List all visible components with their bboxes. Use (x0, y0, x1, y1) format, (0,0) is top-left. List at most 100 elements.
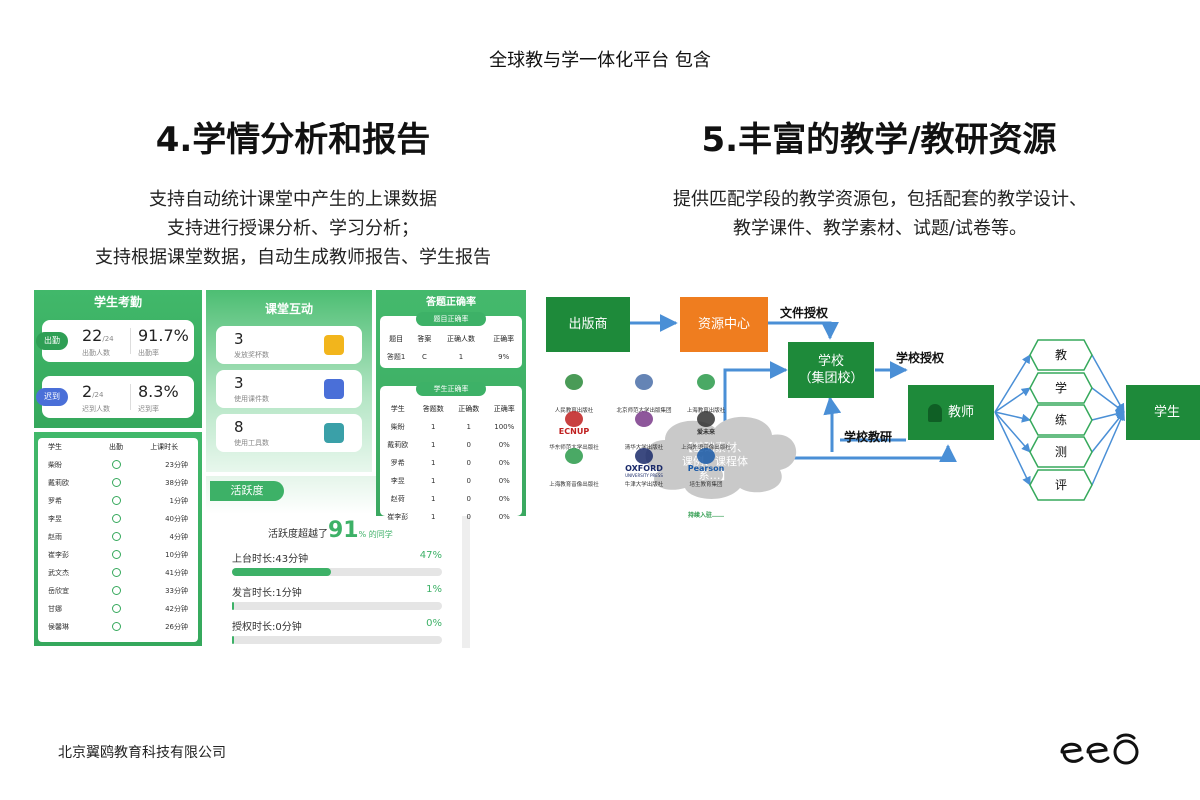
smile-icon (111, 477, 121, 487)
interaction-value: 3 (234, 330, 244, 348)
attendance-status (102, 564, 131, 582)
activity-suffix: % 的同学 (358, 530, 393, 539)
activity-tab[interactable]: 活跃度 (210, 481, 284, 501)
attendance-status (102, 582, 131, 600)
activity-bar-label: 上台时长:43分钟 (232, 554, 309, 565)
school-research-label: 学校教研 (844, 430, 893, 444)
publisher-name: 培生教育集团 (689, 482, 723, 488)
question-tab[interactable]: 题目正确率 (416, 312, 486, 326)
school-auth-label: 学校授权 (896, 351, 945, 365)
interaction-label: 使用课件数 (234, 395, 269, 403)
publisher-logo-icon (565, 411, 583, 427)
late-total: /24 (92, 391, 104, 399)
class-duration: 1分钟 (169, 497, 188, 505)
class-duration: 33分钟 (165, 587, 188, 595)
activity-prefix: 活跃度超越了 (268, 529, 328, 540)
publisher-name: 牛津大学出版社 (624, 482, 664, 488)
publisher-logo-mark: Pearson (687, 464, 725, 473)
table-cell: 1 (431, 477, 436, 485)
attendance-status (102, 456, 131, 474)
activity-bar-percent: 1% (426, 584, 442, 595)
student-name: 戴莉欧 (48, 479, 69, 487)
class-duration: 10分钟 (165, 551, 188, 559)
publisher-logo-mark: 爱未来 (696, 429, 715, 436)
activity-bar-fill (232, 568, 331, 576)
student-tab[interactable]: 学生正确率 (416, 382, 486, 396)
more-publishers: 持续入驻…… (688, 512, 725, 519)
class-duration: 23分钟 (165, 461, 188, 469)
table-cell: 9% (498, 353, 510, 361)
stage-hexagon: 学 (1054, 381, 1067, 395)
present-rate: 91.7% (138, 326, 189, 345)
table-row: 岳欣宜 33分钟 (38, 582, 198, 600)
smile-icon (111, 621, 121, 631)
table-cell: 答题1 (386, 353, 406, 361)
divider (130, 384, 131, 410)
table-cell: C (421, 353, 427, 361)
section5-desc-line: 提供匹配学段的教学资源包，包括配套的教学设计、 (673, 189, 1087, 210)
late-rate-label: 迟到率 (138, 405, 159, 413)
toolbox-icon (324, 423, 344, 443)
student-name: 罗希 (48, 497, 62, 505)
publisher-logo-icon (565, 374, 583, 390)
student-name: 岳欣宜 (48, 587, 69, 595)
class-duration: 38分钟 (165, 479, 188, 487)
column-header: 答题数 (422, 405, 444, 413)
interaction-card: 8 使用工具数 (216, 414, 362, 452)
stage-hexagon: 评 (1054, 478, 1067, 492)
column-header: 学生 (48, 443, 62, 451)
eeo-logo (1060, 733, 1139, 765)
table-cell: 0% (498, 441, 510, 449)
late-pill: 迟到 (36, 388, 68, 406)
column-header: 正确率 (493, 335, 515, 343)
table-cell: 戴莉欧 (387, 441, 409, 449)
activity-bar-label: 发言时长:1分钟 (232, 588, 302, 599)
smile-icon (111, 585, 121, 595)
teacher-icon (927, 403, 942, 422)
table-cell: 崔李彭 (387, 513, 409, 521)
attendance-status (102, 492, 131, 510)
publisher-logo-icon (635, 374, 653, 390)
interaction-label: 使用工具数 (234, 439, 269, 447)
smile-icon (111, 459, 121, 469)
table-header-row: 题目答案正确人数正确率 (380, 330, 522, 348)
table-row: 罗希 1分钟 (38, 492, 198, 510)
column-header: 正确人数 (446, 335, 475, 343)
cloud-shape (645, 416, 797, 499)
attendance-status (102, 474, 131, 492)
activity-bar-track (232, 636, 442, 644)
present-card: 出勤 22/24 出勤人数 91.7% 出勤率 (36, 320, 194, 362)
publisher-logo-sub: UNIVERSITY PRESS (625, 473, 663, 478)
smile-icon (111, 513, 121, 523)
divider (130, 328, 131, 354)
attendance-status (102, 600, 131, 618)
student-name: 甘娜 (48, 605, 62, 613)
publisher-name: 上海教育音像出版社 (549, 482, 599, 488)
student-name: 武文杰 (48, 569, 69, 577)
class-duration: 26分钟 (165, 623, 188, 631)
section4-title: 4.学情分析和报告 (155, 120, 431, 160)
smile-icon (111, 495, 121, 505)
student-box: 学生 (1126, 385, 1200, 440)
smile-icon (111, 567, 121, 577)
publisher-logo-mark: OXFORD (625, 464, 663, 473)
publisher-logo-icon (697, 411, 715, 427)
attendance-status (102, 510, 131, 528)
student-name: 李昱 (48, 515, 62, 523)
section5-desc-line: 教学课件、教学素材、试题/试卷等。 (732, 218, 1028, 239)
section4-desc-line: 支持进行授课分析、学习分析； (167, 218, 419, 239)
class-duration: 4分钟 (169, 533, 188, 541)
table-header-row: 学生答题数正确数正确率 (380, 400, 522, 418)
interaction-value: 8 (234, 418, 244, 436)
student-name: 侯馨琳 (48, 623, 69, 631)
